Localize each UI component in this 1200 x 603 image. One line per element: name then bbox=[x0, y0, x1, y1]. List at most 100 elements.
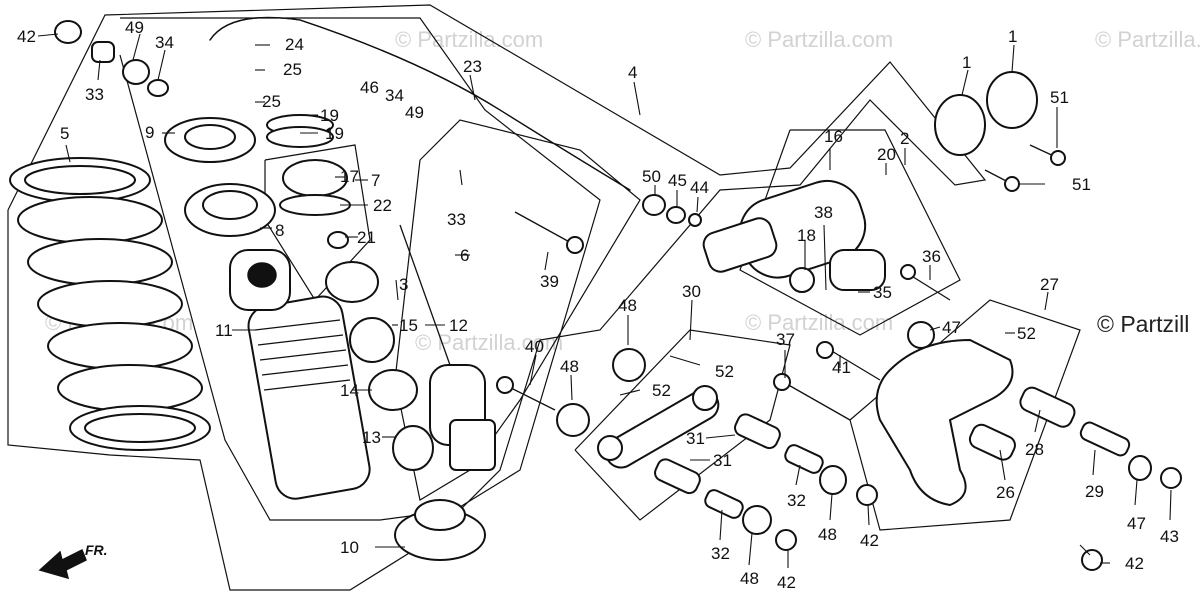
callout-47-a: 47 bbox=[942, 318, 961, 337]
callout-42-upper: 42 bbox=[17, 27, 36, 46]
callout-46: 46 bbox=[360, 78, 379, 97]
callout-51-a: 51 bbox=[1050, 88, 1069, 107]
shock-assembly-outline bbox=[7, 4, 987, 591]
callout-1-a: 1 bbox=[962, 53, 971, 72]
reservoir bbox=[702, 179, 886, 293]
callout-42-right: 42 bbox=[1125, 554, 1144, 573]
callout-38: 38 bbox=[814, 203, 833, 222]
watermark-1: © Partzilla.com bbox=[395, 27, 543, 52]
piston-rod-parts bbox=[325, 224, 451, 471]
callout-39: 39 bbox=[540, 272, 559, 291]
callout-19-a: 19 bbox=[320, 106, 339, 125]
bolts bbox=[496, 144, 1066, 421]
shock-links bbox=[597, 385, 720, 469]
callout-7: 7 bbox=[371, 171, 380, 190]
callout-48-a: 48 bbox=[618, 296, 637, 315]
callout-34-upper: 34 bbox=[155, 33, 174, 52]
callout-2: 2 bbox=[900, 129, 909, 148]
watermark-5: © Partzilla.com bbox=[415, 330, 563, 355]
callout-9: 9 bbox=[145, 123, 154, 142]
callout-14: 14 bbox=[340, 381, 359, 400]
watermark-2: © Partzilla.com bbox=[745, 27, 893, 52]
callout-35: 35 bbox=[873, 283, 892, 302]
callout-48-d: 48 bbox=[740, 569, 759, 588]
nuts-and-washers bbox=[556, 194, 1182, 571]
callout-numbers: 42 49 34 33 9 24 25 25 19 19 46 34 49 23… bbox=[17, 18, 1179, 592]
callout-12: 12 bbox=[449, 316, 468, 335]
callout-29: 29 bbox=[1085, 482, 1104, 501]
callout-22: 22 bbox=[373, 196, 392, 215]
damper-group-outline bbox=[119, 17, 601, 521]
arm-group-outline bbox=[849, 299, 1081, 531]
callout-37: 37 bbox=[776, 330, 795, 349]
callout-49-upper: 49 bbox=[125, 18, 144, 37]
collars bbox=[654, 386, 1131, 519]
lock-nut-upper bbox=[164, 117, 256, 163]
callout-19-b: 19 bbox=[325, 124, 344, 143]
watermark-edge: © Partzill bbox=[1097, 311, 1189, 337]
callout-28: 28 bbox=[1025, 440, 1044, 459]
callout-21: 21 bbox=[357, 228, 376, 247]
shaft-group-outline bbox=[394, 119, 641, 501]
leader-lines bbox=[37, 33, 1172, 568]
callout-36: 36 bbox=[922, 247, 941, 266]
callout-13: 13 bbox=[362, 428, 381, 447]
callout-4: 4 bbox=[628, 63, 637, 82]
shock-clevis bbox=[429, 364, 496, 471]
callout-15: 15 bbox=[399, 316, 418, 335]
callout-50: 50 bbox=[642, 167, 661, 186]
front-direction-arrow: FR. bbox=[38, 542, 108, 580]
callout-42-mid: 42 bbox=[860, 531, 879, 550]
callout-34-mid: 34 bbox=[385, 86, 404, 105]
callout-48-b: 48 bbox=[560, 357, 579, 376]
spring bbox=[9, 157, 211, 451]
callout-6: 6 bbox=[460, 246, 469, 265]
lock-nut-lower bbox=[184, 183, 276, 237]
callout-27: 27 bbox=[1040, 275, 1059, 294]
callout-41: 41 bbox=[832, 358, 851, 377]
callout-8: 8 bbox=[275, 221, 284, 240]
callout-17: 17 bbox=[340, 167, 359, 186]
callout-45: 45 bbox=[668, 171, 687, 190]
callout-11: 11 bbox=[215, 321, 233, 340]
callout-52-a: 52 bbox=[1017, 324, 1036, 343]
callout-48-c: 48 bbox=[818, 525, 837, 544]
callout-26: 26 bbox=[996, 483, 1015, 502]
callout-3: 3 bbox=[399, 275, 408, 294]
callout-52-b: 52 bbox=[715, 362, 734, 381]
callout-31-b: 31 bbox=[713, 451, 732, 470]
shock-arm bbox=[875, 338, 1014, 507]
callout-52-c: 52 bbox=[652, 381, 671, 400]
watermark-3: © Partzilla.com bbox=[1095, 27, 1200, 52]
callout-33-mid: 33 bbox=[447, 210, 466, 229]
callout-25-b: 25 bbox=[262, 92, 281, 111]
watermark-6: © Partzilla.com bbox=[745, 310, 893, 335]
callout-30: 30 bbox=[682, 282, 701, 301]
callout-20: 20 bbox=[877, 145, 896, 164]
callout-10: 10 bbox=[340, 538, 359, 557]
callout-23: 23 bbox=[463, 57, 482, 76]
callout-40: 40 bbox=[525, 337, 544, 356]
hose-clamps bbox=[934, 71, 1038, 156]
spring-seat bbox=[394, 499, 486, 561]
bladder-parts bbox=[266, 114, 351, 216]
callout-16: 16 bbox=[824, 127, 843, 146]
damper-body bbox=[229, 249, 371, 500]
callout-5: 5 bbox=[60, 124, 69, 143]
callout-31-a: 31 bbox=[686, 429, 705, 448]
callout-32-a: 32 bbox=[787, 491, 806, 510]
callout-49-mid: 49 bbox=[405, 103, 424, 122]
callout-18: 18 bbox=[797, 226, 816, 245]
callout-42-lower: 42 bbox=[777, 573, 796, 592]
upper-mount-hardware bbox=[54, 20, 169, 97]
callout-24: 24 bbox=[285, 35, 304, 54]
callout-33-upper: 33 bbox=[85, 85, 104, 104]
callout-51-b: 51 bbox=[1072, 175, 1091, 194]
callout-44: 44 bbox=[690, 178, 709, 197]
callout-43: 43 bbox=[1160, 527, 1179, 546]
callout-47-b: 47 bbox=[1127, 514, 1146, 533]
callout-32-b: 32 bbox=[711, 544, 730, 563]
callout-1-b: 1 bbox=[1008, 27, 1017, 46]
front-direction-label: FR. bbox=[85, 542, 108, 558]
